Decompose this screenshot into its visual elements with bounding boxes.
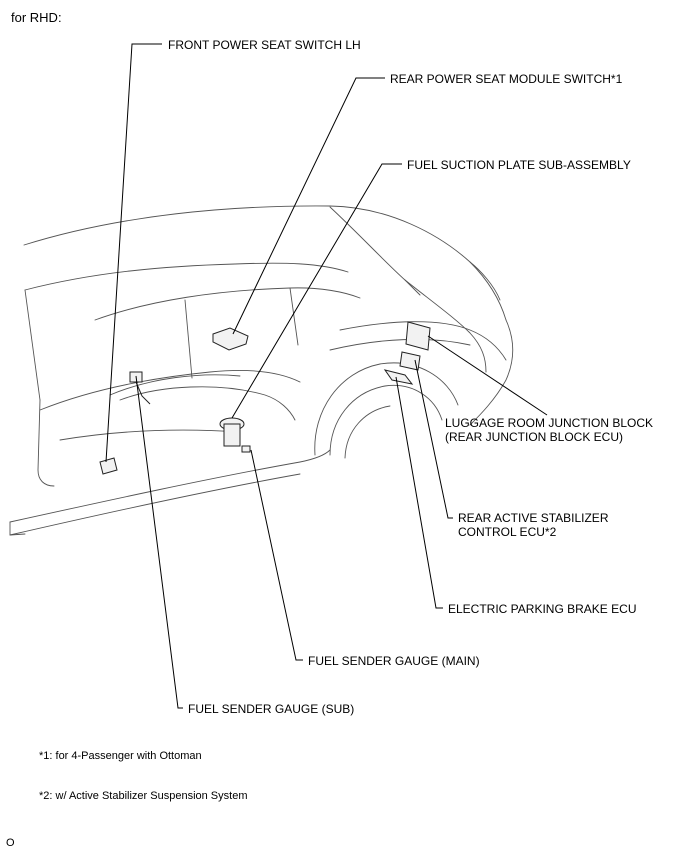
leader-luggage-junction-block [427,335,548,416]
c-pillar [404,279,487,373]
tail-edge [469,261,501,301]
body-sill-lower [9,473,301,536]
body-sill [9,449,331,523]
roof-outline [23,205,507,321]
label-fuel-sender-gauge-sub: FUEL SENDER GAUGE (SUB) [188,702,355,716]
front-power-seat-switch-part [99,457,118,475]
tire-partial [344,405,391,459]
door-frame-rear [94,287,361,321]
leader-front-power-seat-switch [105,43,162,463]
parking-brake-ecu-part [383,369,414,385]
wheel-arch-inner [329,384,443,456]
label-control-ecu: CONTROL ECU*2 [458,525,557,539]
label-fuel-sender-gauge-main: FUEL SENDER GAUGE (MAIN) [308,654,480,668]
fuel-sender-sub-arm [135,381,151,405]
label-luggage-room-junction-block: LUGGAGE ROOM JUNCTION BLOCK [445,416,654,430]
leader-fuel-suction-plate [231,163,402,419]
interior-panel [59,429,241,441]
leader-rear-power-seat-module [232,77,385,335]
rear-quarter-top [339,321,507,361]
footnote-2: *2: w/ Active Stabilizer Suspension Syst… [39,790,248,802]
label-rear-active-stabilizer: REAR ACTIVE STABILIZER [458,511,609,525]
roof-inner-line [24,262,349,291]
label-rear-power-seat-module-switch: REAR POWER SEAT MODULE SWITCH*1 [390,72,623,86]
rear-window-line [329,206,421,296]
front-door-edge [37,399,55,487]
rear-seat-cushion [119,386,296,421]
stabilizer-ecu-part [399,351,421,371]
rear-seat-line [109,374,241,396]
junction-block-part [405,321,431,351]
rear-quarter-line [329,338,471,351]
footnote-1: *1: for 4-Passenger with Ottoman [39,750,202,762]
rear-power-seat-module-part [212,327,249,351]
front-edge [9,521,26,536]
c-pillar-inner [289,287,299,346]
leader-rear-active-stabilizer [414,359,453,519]
b-pillar [184,299,193,379]
label-rear-junction-block-ecu: (REAR JUNCTION BLOCK ECU) [445,430,624,444]
leader-fuel-sender-sub [135,375,183,709]
a-pillar [24,289,41,401]
rear-bumper [469,319,514,426]
page-heading: for RHD: [11,10,62,25]
footer-code: O [6,837,15,849]
fuel-pump-body [223,423,241,447]
label-electric-parking-brake-ecu: ELECTRIC PARKING BRAKE ECU [448,602,637,616]
label-front-power-seat-switch: FRONT POWER SEAT SWITCH LH [168,38,361,52]
floor-line [39,370,301,411]
label-fuel-suction-plate: FUEL SUCTION PLATE SUB-ASSEMBLY [407,158,631,172]
leader-fuel-sender-main [250,449,303,661]
leader-electric-parking-brake [395,376,443,609]
fuel-sender-main-part [241,445,251,453]
wheel-arch-outer [314,362,459,456]
